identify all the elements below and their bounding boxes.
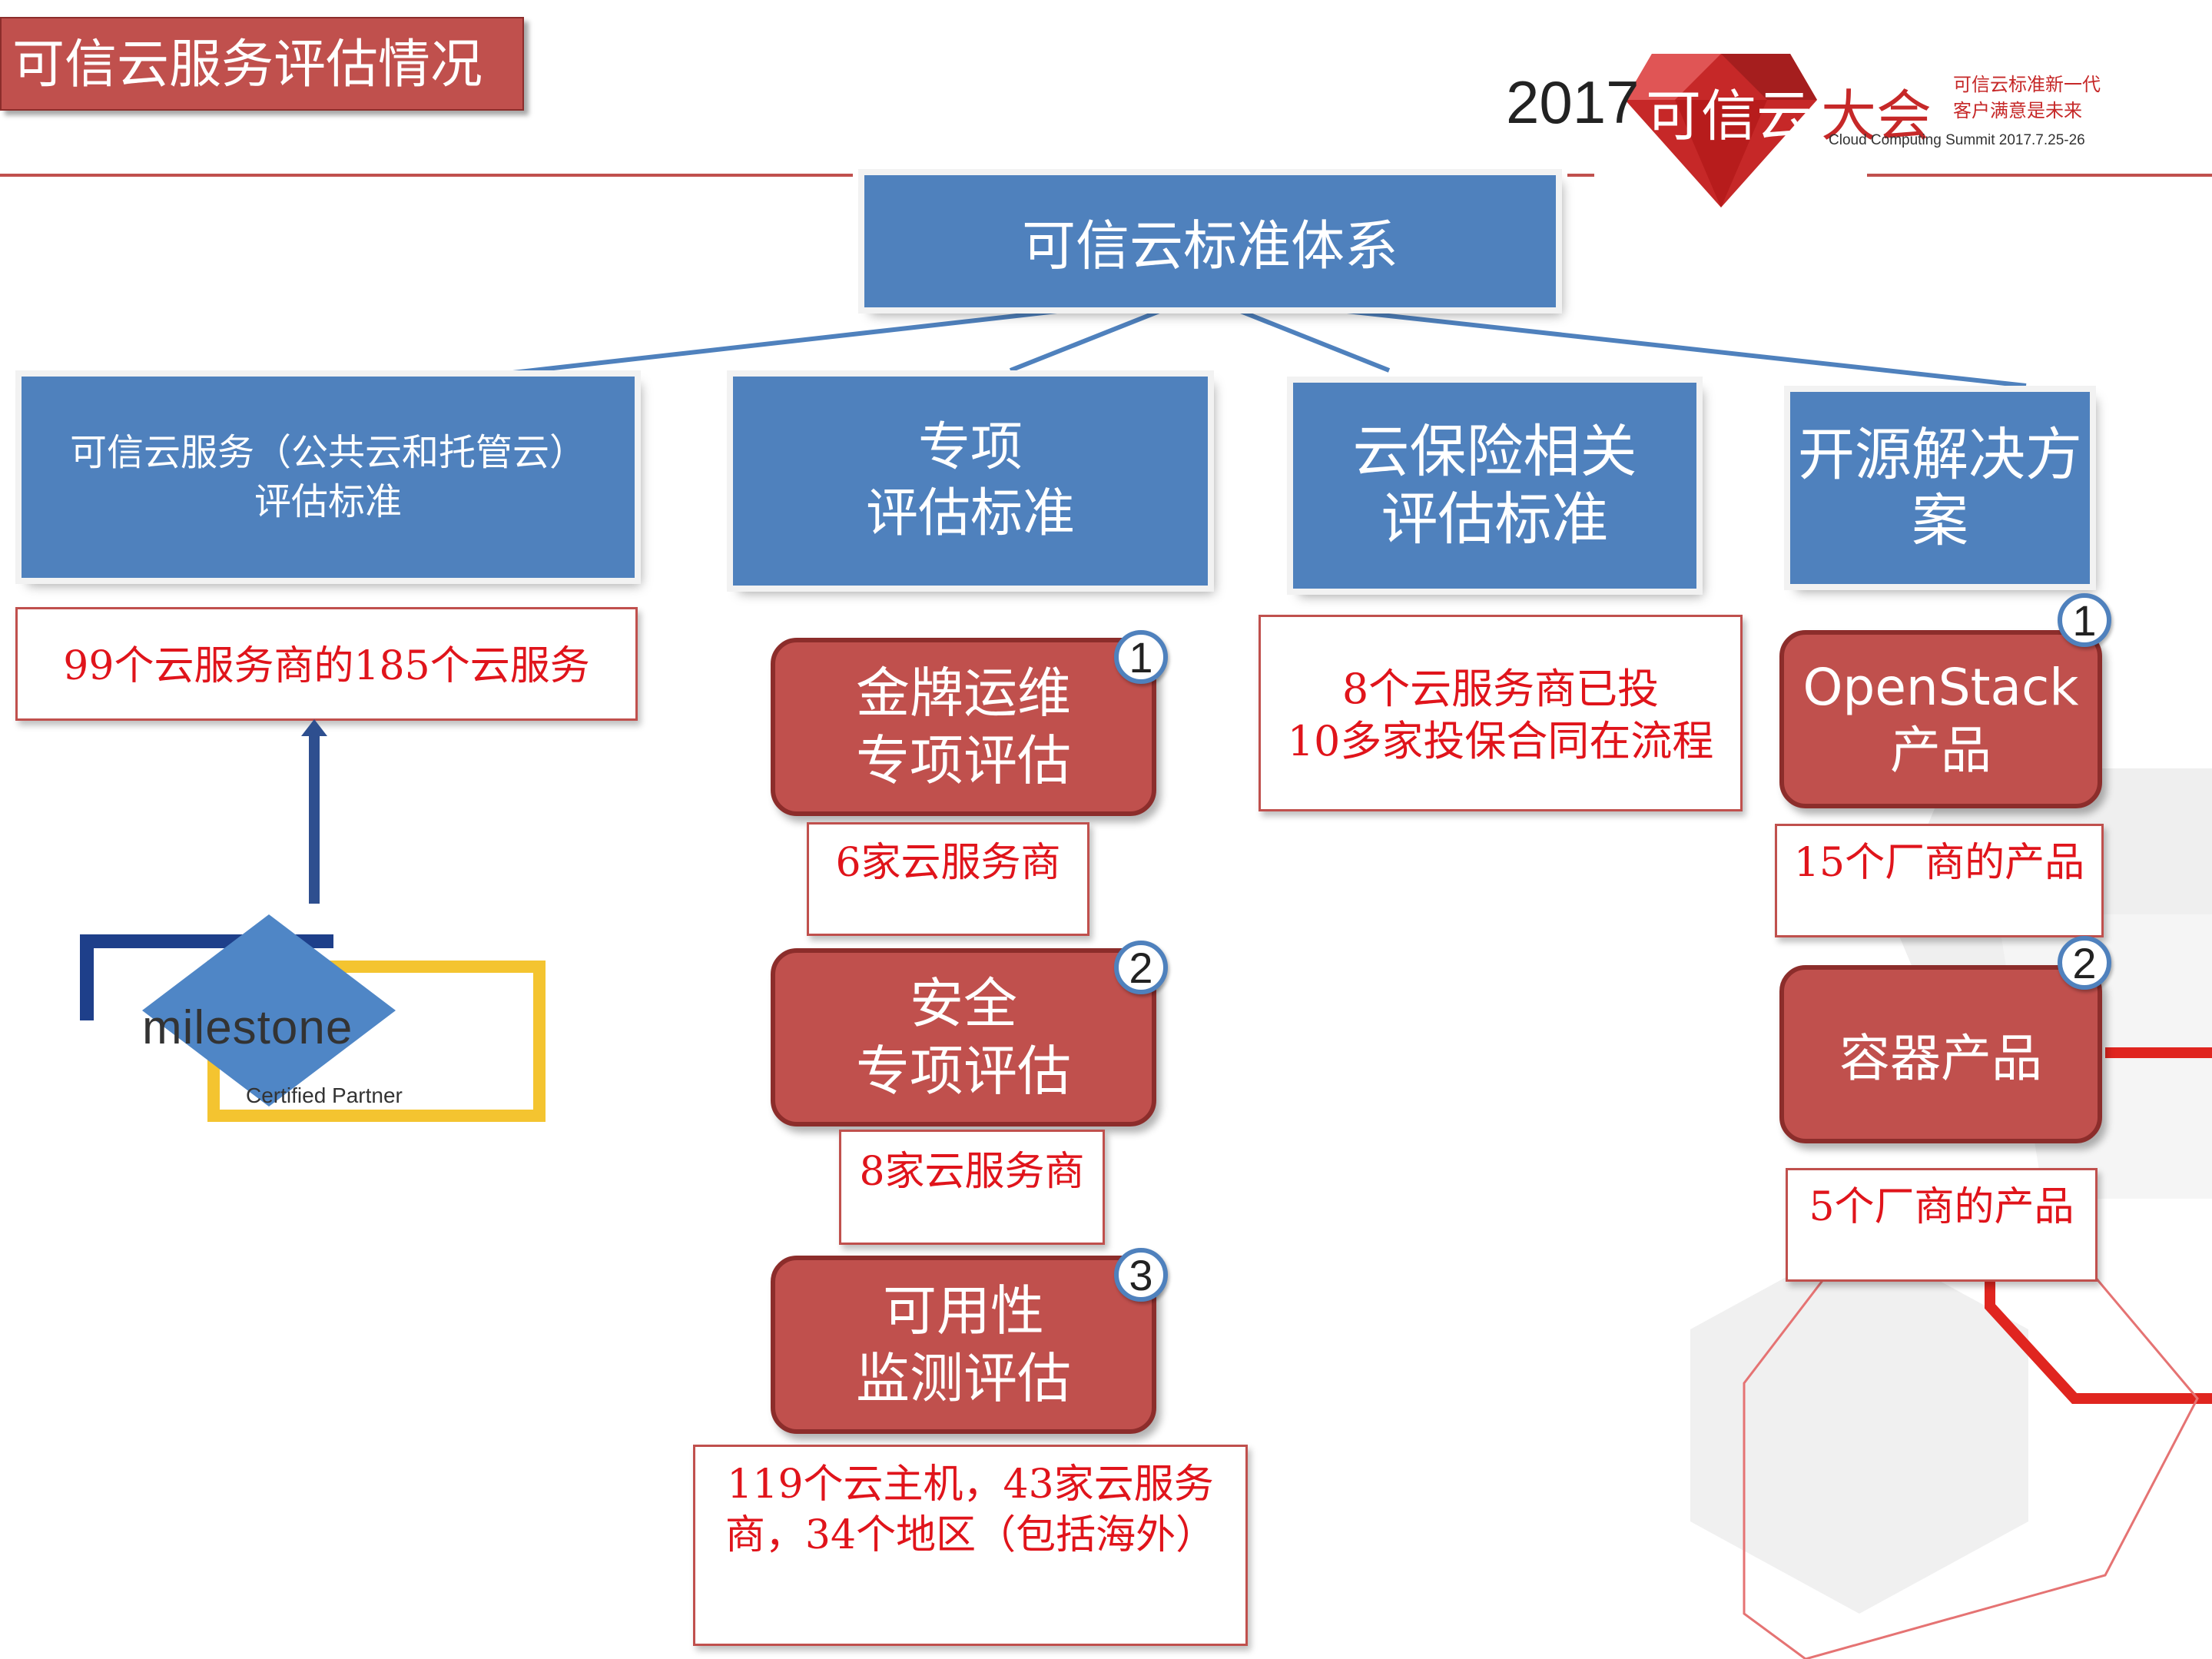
branch-special: 专项 评估标准 xyxy=(733,377,1208,586)
item-line1: 安全 xyxy=(910,972,1017,1035)
item-line1: 容器产品 xyxy=(1839,1029,2042,1088)
number-badge: 2 xyxy=(2058,936,2111,990)
badge-number: 2 xyxy=(2072,938,2097,987)
special-item-ops: 金牌运维 专项评估 xyxy=(771,638,1156,816)
event-name-part2: 大会 xyxy=(1821,84,1932,148)
event-slogan-line1: 可信云标准新一代 xyxy=(1953,74,2101,95)
number-badge: 3 xyxy=(1114,1248,1168,1302)
milestone-tagline: Certified Partner xyxy=(246,1083,403,1107)
badge-number: 3 xyxy=(1129,1250,1153,1299)
branch-label-line1: 专项 xyxy=(917,417,1023,478)
number-badge: 1 xyxy=(1114,630,1168,684)
item-line2: 专项评估 xyxy=(856,729,1071,792)
root-label: 可信云标准体系 xyxy=(1022,214,1398,277)
note-text: 15个厂商的产品 xyxy=(1793,840,2085,886)
branch-label-line2: 评估标准 xyxy=(1381,486,1609,552)
opensource-item-openstack-note: 15个厂商的产品 xyxy=(1775,824,2104,937)
branch-label-line2: 评估标准 xyxy=(254,480,402,523)
note-text: 6家云服务商 xyxy=(835,840,1061,886)
item-line1: 金牌运维 xyxy=(856,662,1071,725)
note-text: 8家云服务商 xyxy=(859,1149,1085,1195)
note-text: 99个云服务商的185个云服务 xyxy=(63,643,590,689)
note-line2: 商，34个地区（包括海外） xyxy=(725,1512,1216,1558)
badge-number: 2 xyxy=(1129,943,1153,992)
note-line1: 119个云主机，43家云服务 xyxy=(727,1462,1214,1508)
branch-insurance-note: 8个云服务商已投 10多家投保合同在流程 xyxy=(1259,615,1743,811)
number-badge: 1 xyxy=(2058,593,2111,647)
event-year: 2017 xyxy=(1506,68,1640,136)
branch-label-line1: 开源解决方 xyxy=(1798,422,2082,488)
branch-insurance: 云保险相关 评估标准 xyxy=(1293,383,1696,589)
branch-cloud-service: 可信云服务（公共云和托管云） 评估标准 xyxy=(22,377,635,578)
special-item-availability-note: 119个云主机，43家云服务 商，34个地区（包括海外） xyxy=(693,1445,1248,1646)
badge-number: 1 xyxy=(1129,632,1153,682)
event-subtitle: Cloud Computing Summit 2017.7.25-26 xyxy=(1829,132,2085,148)
event-slogan-line2: 客户满意是未来 xyxy=(1953,100,2082,121)
special-item-security-note: 8家云服务商 xyxy=(839,1130,1105,1245)
item-line2: 产品 xyxy=(1890,721,1991,780)
ruby-gem-icon xyxy=(1625,54,1817,207)
branch-label-line1: 可信云服务（公共云和托管云） xyxy=(69,431,586,474)
special-item-availability: 可用性 监测评估 xyxy=(771,1256,1156,1434)
opensource-item-container: 容器产品 xyxy=(1779,965,2102,1143)
item-line2: 监测评估 xyxy=(856,1347,1071,1410)
item-line1: OpenStack xyxy=(1802,658,2079,717)
opensource-item-openstack: OpenStack 产品 xyxy=(1779,630,2102,808)
badge-number: 1 xyxy=(2072,596,2097,645)
branch-label-line2: 评估标准 xyxy=(865,483,1075,544)
slide-title: 可信云服务评估情况 xyxy=(0,17,524,111)
note-line2: 10多家投保合同在流程 xyxy=(1287,717,1714,765)
event-name-part1: 可信云 xyxy=(1646,84,1812,148)
special-item-ops-note: 6家云服务商 xyxy=(807,822,1089,936)
opensource-item-container-note: 5个厂商的产品 xyxy=(1786,1168,2098,1282)
arrow-up-icon xyxy=(301,719,327,904)
special-item-security: 安全 专项评估 xyxy=(771,948,1156,1126)
branch-cloud-service-note: 99个云服务商的185个云服务 xyxy=(15,607,638,721)
milestone-logo: milestone Certified Partner xyxy=(77,914,553,1130)
branch-opensource: 开源解决方 案 xyxy=(1790,392,2090,584)
milestone-diamond-icon xyxy=(142,914,396,1107)
note-text: 5个厂商的产品 xyxy=(1809,1184,2074,1230)
item-line1: 可用性 xyxy=(883,1279,1044,1342)
branch-label-line2: 案 xyxy=(1912,488,1968,554)
item-line2: 专项评估 xyxy=(856,1040,1071,1103)
number-badge: 2 xyxy=(1114,941,1168,994)
note-line1: 8个云服务商已投 xyxy=(1341,665,1660,713)
root-node: 可信云标准体系 xyxy=(864,175,1556,307)
event-logo: 2017 可信云 大会 可信云标准新一代 客户满意是未来 Cloud Compu… xyxy=(1506,46,2121,215)
branch-label-line1: 云保险相关 xyxy=(1352,419,1637,485)
milestone-brand: milestone xyxy=(142,1001,353,1054)
